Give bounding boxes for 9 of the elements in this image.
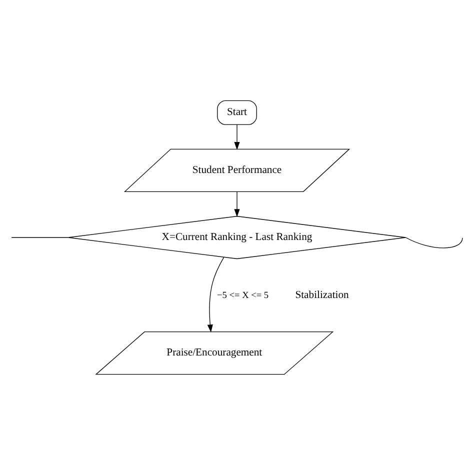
arrow xyxy=(234,190,240,217)
connector xyxy=(405,236,463,248)
connector xyxy=(11,236,69,238)
label: Stabilization xyxy=(295,289,349,300)
arrow xyxy=(234,124,240,150)
arrow xyxy=(207,256,224,332)
edge-label: −5 <= X <= 5 xyxy=(217,290,269,300)
node-box: Start xyxy=(217,100,257,124)
node-diamond: X=Current Ranking - Last Ranking xyxy=(68,215,406,259)
